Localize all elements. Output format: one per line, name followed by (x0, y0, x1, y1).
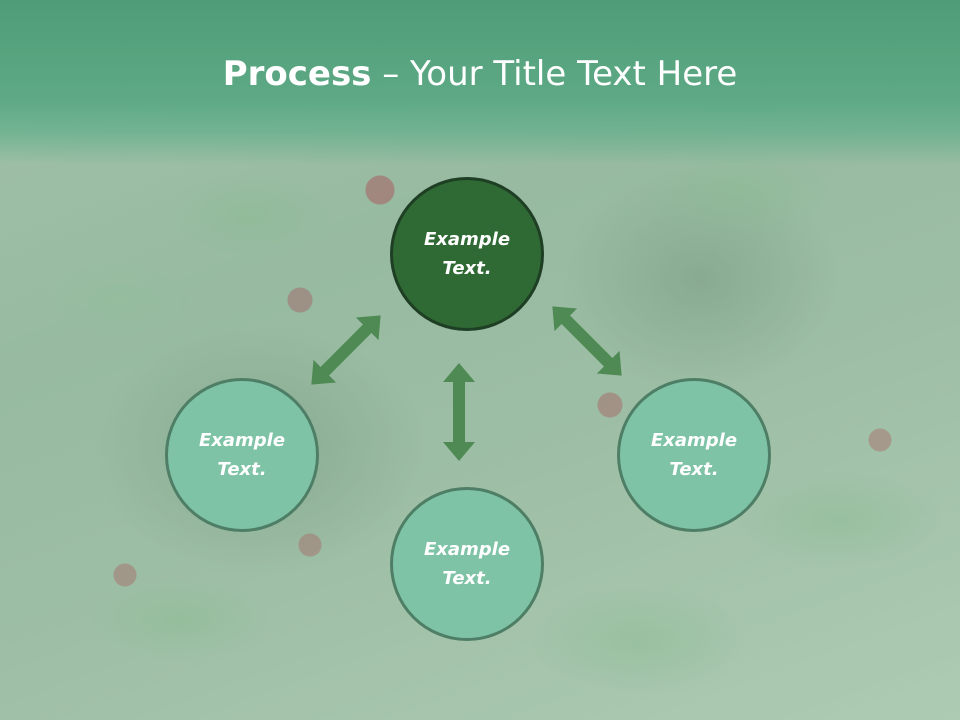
double-arrow-left-icon (311, 315, 381, 385)
title-rest: – Your Title Text Here (371, 54, 738, 94)
left-node: Example Text. (165, 378, 319, 532)
center-node-label: Example Text. (423, 229, 511, 279)
double-arrow-vertical-icon (443, 363, 475, 461)
right-node-label: Example Text. (650, 430, 738, 480)
double-arrow-right-icon (552, 306, 622, 376)
right-node: Example Text. (617, 378, 771, 532)
bottom-node: Example Text. (390, 487, 544, 641)
title-banner: Process – Your Title Text Here (0, 0, 960, 165)
title-bold: Process (222, 54, 372, 94)
left-node-label: Example Text. (198, 430, 286, 480)
center-node: Example Text. (390, 177, 544, 331)
slide-title: Process – Your Title Text Here (0, 52, 960, 96)
bottom-node-label: Example Text. (423, 539, 511, 589)
